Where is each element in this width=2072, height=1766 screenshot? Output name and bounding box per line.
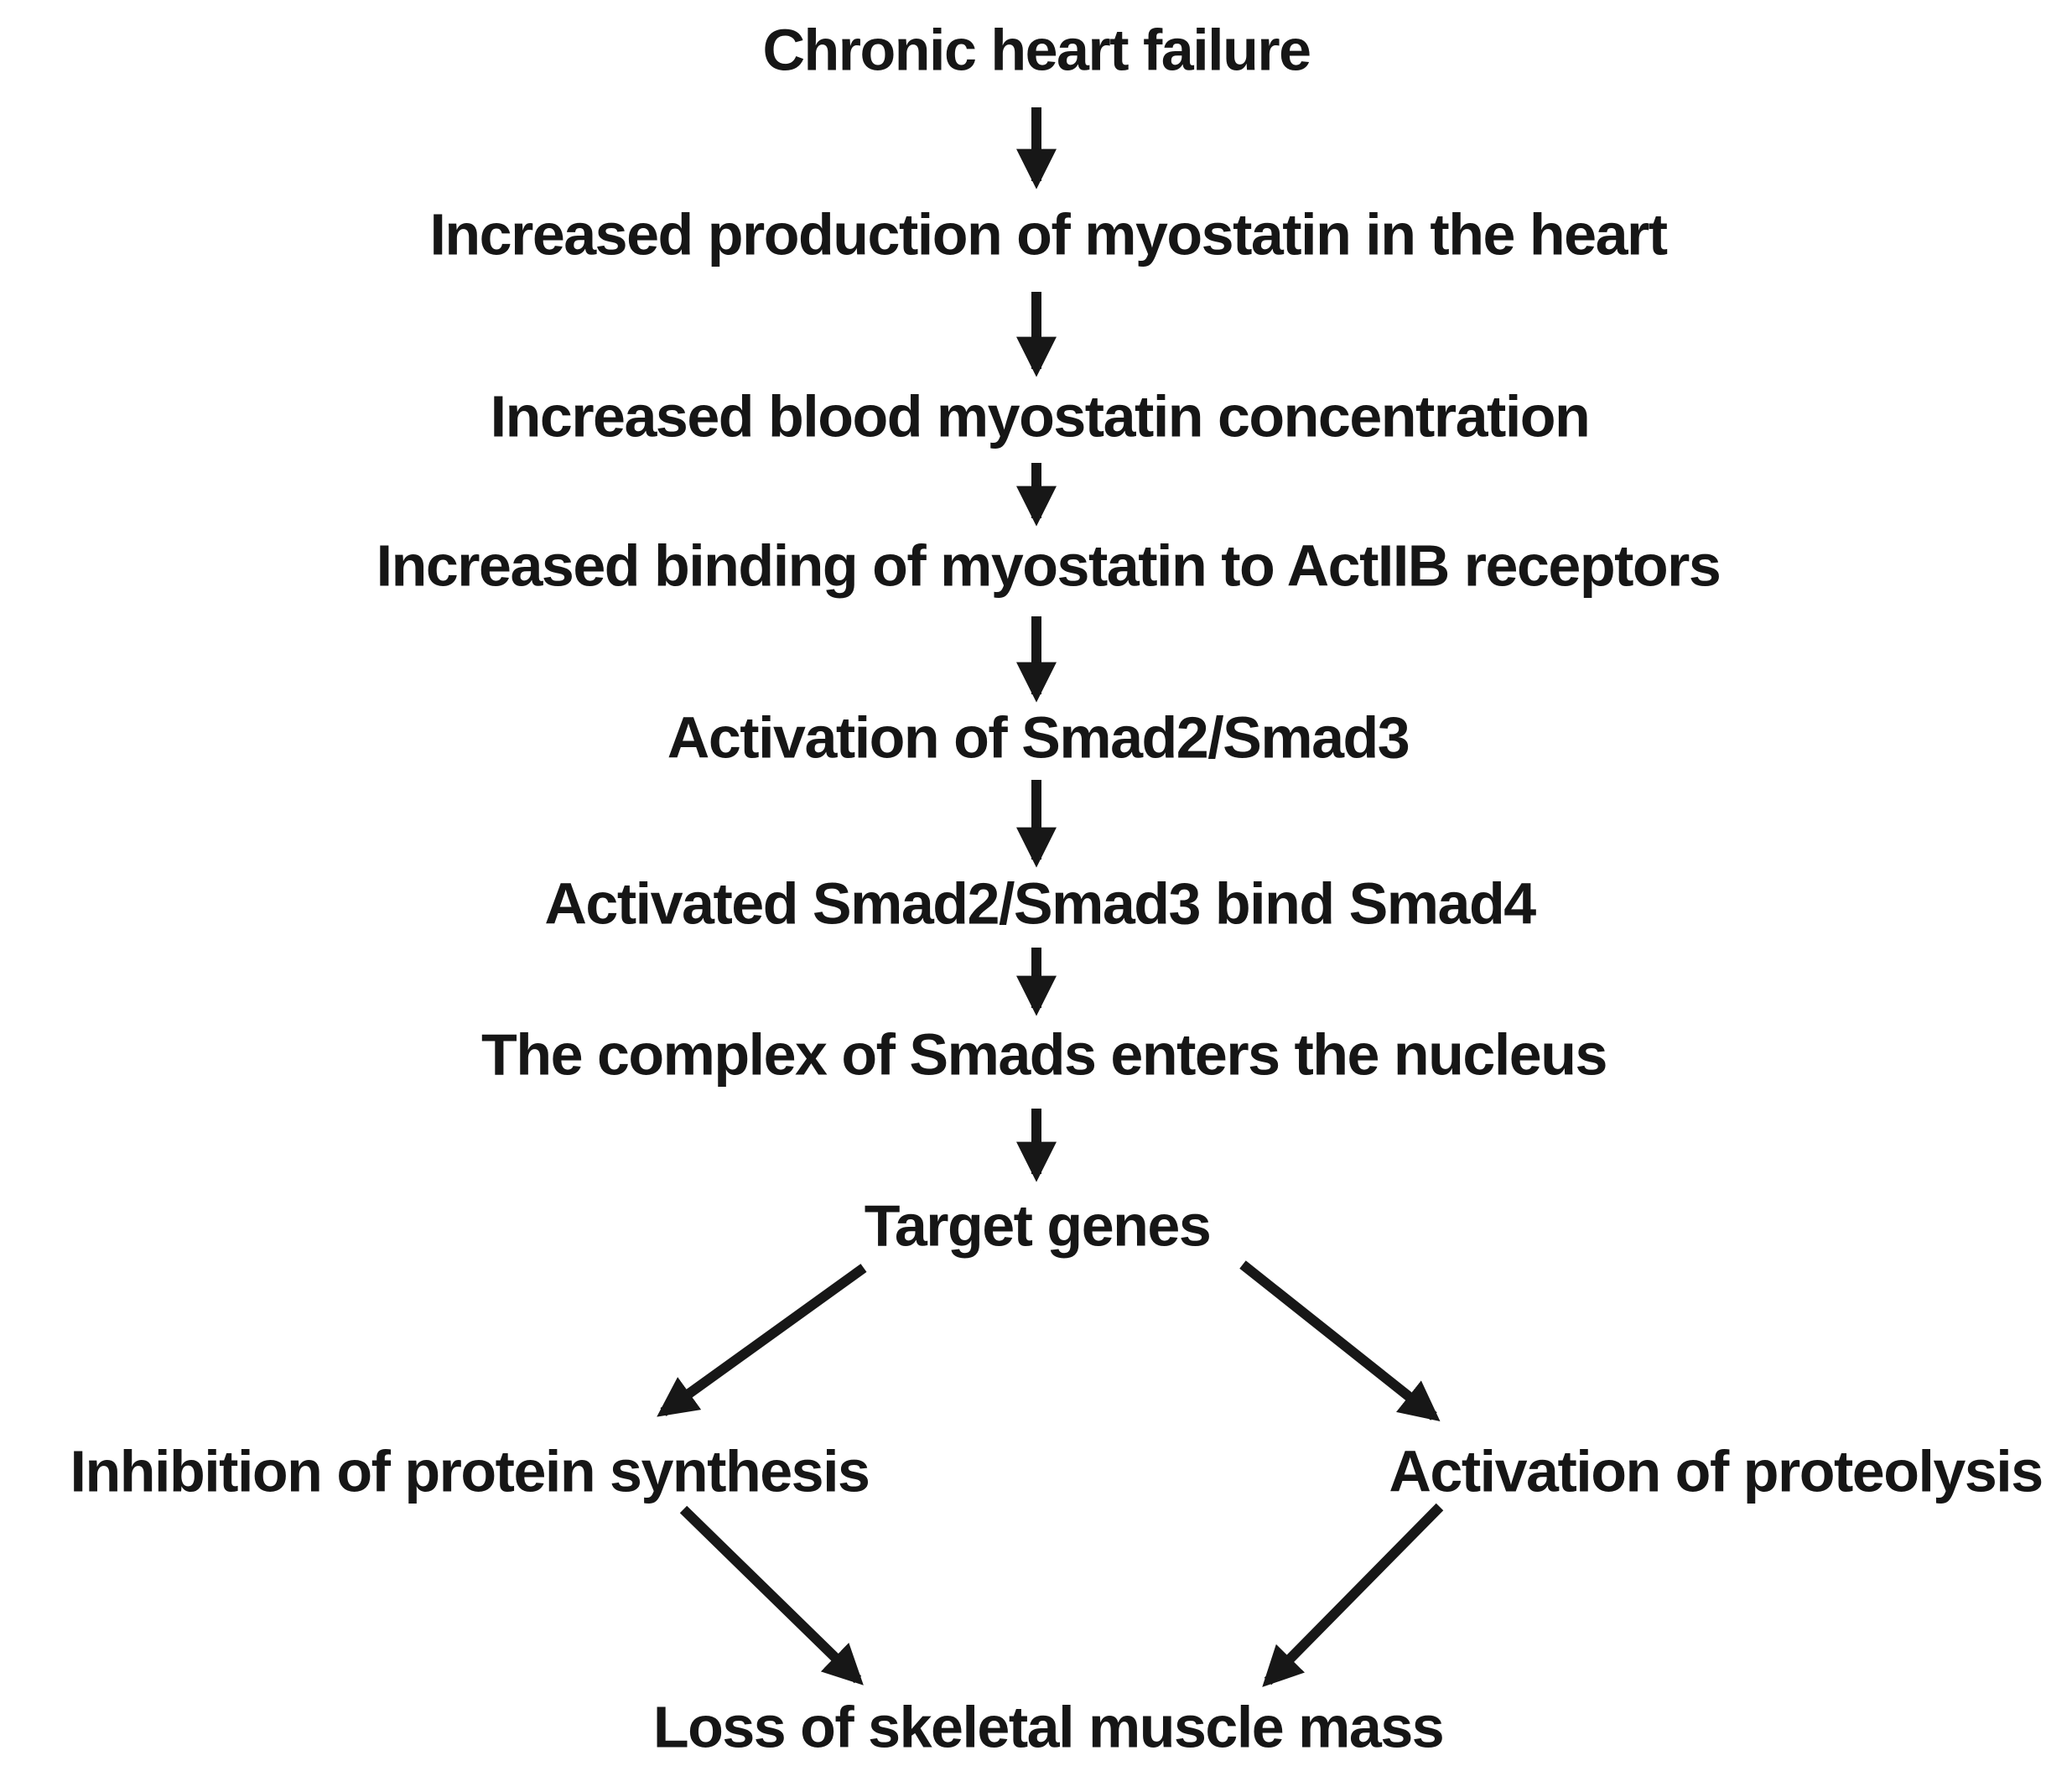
- flow-node-increased-actiib-binding: Increased binding of myostatin to ActIIB…: [376, 532, 1721, 599]
- flow-node-chronic-heart-failure: Chronic heart failure: [762, 17, 1311, 83]
- arrow-target-genes-to-proteolysis: [1239, 1260, 1441, 1421]
- flow-node-target-genes: Target genes: [864, 1192, 1212, 1259]
- flow-node-activation-proteolysis: Activation of proteolysis: [1389, 1438, 2043, 1504]
- flow-node-smad2-smad3-bind-smad4: Activated Smad2/Smad3 bind Smad4: [544, 870, 1536, 937]
- flow-node-loss-skeletal-muscle-mass: Loss of skeletal muscle mass: [652, 1694, 1445, 1760]
- flow-node-smad-complex-enters-nucleus: The complex of Smads enters the nucleus: [481, 1021, 1607, 1088]
- flow-node-increased-myostatin-production: Increased production of myostatin in the…: [429, 201, 1668, 267]
- arrow-target-genes-to-inhibition: [657, 1264, 867, 1417]
- flow-node-smad2-smad3-activation: Activation of Smad2/Smad3: [667, 704, 1410, 771]
- flow-node-increased-blood-myostatin: Increased blood myostatin concentration: [490, 383, 1591, 449]
- arrow-proteolysis-to-loss: [1262, 1503, 1444, 1687]
- arrow-inhibition-to-loss: [679, 1505, 864, 1685]
- flow-node-inhibition-protein-synthesis: Inhibition of protein synthesis: [70, 1438, 870, 1504]
